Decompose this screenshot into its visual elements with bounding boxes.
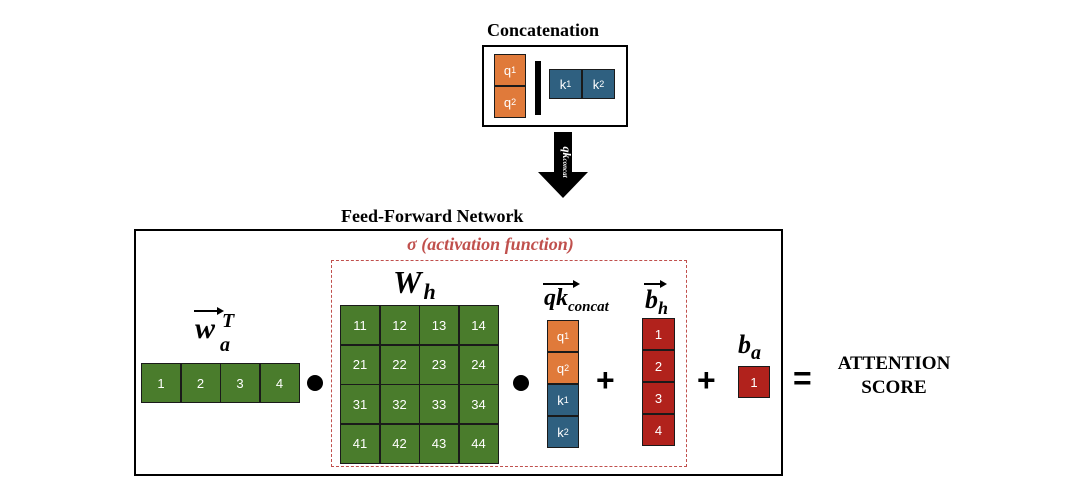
wh-cell-3-4: 34 [458,384,499,424]
attention-score-label: ATTENTION SCORE [837,353,951,398]
concatenation-box [482,45,628,127]
wh-cell-1-2: 12 [379,305,420,345]
wh-cell-4-4: 44 [458,423,499,464]
bh-cell-3: 3 [642,382,675,414]
wh-cell-3-3: 33 [419,384,459,424]
wh-cell-4-3: 43 [419,423,459,464]
ba-cell: 1 [738,366,770,398]
qk-concat-label: qkconcat [543,280,609,315]
wh-cell-3-2: 32 [379,384,420,424]
wh-cell-2-1: 21 [340,344,380,385]
plus-operator-2: + [697,362,716,398]
wh-cell-2-4: 24 [458,344,499,385]
wa-cell-4: 4 [259,363,300,403]
concatenation-title: Concatenation [487,20,599,40]
wh-cell-1-3: 13 [419,305,459,345]
wa-cell-3: 3 [220,363,260,403]
activation-dashed-box [331,260,687,467]
wa-cell-1: 1 [141,363,181,403]
wh-cell-4-2: 42 [379,423,420,464]
wh-cell-1-4: 14 [458,305,499,345]
wa-cell-2: 2 [180,363,221,403]
vector-arrow-icon [644,280,667,288]
plus-operator-1: + [596,362,615,398]
ba-label: ba [738,330,761,364]
arrow-label: qkconcat [560,146,574,178]
wa-label: w T a [194,307,245,360]
wh-cell-4-1: 41 [340,423,380,464]
dot-product-icon-2 [513,375,529,391]
bh-cell-4: 4 [642,414,675,446]
vector-arrow-icon [543,280,580,288]
wh-cell-1-1: 11 [340,305,380,345]
concat-separator-bar [535,61,541,115]
wh-label: Wh [393,264,436,304]
vector-arrow-icon [194,307,224,315]
wh-cell-2-3: 23 [419,344,459,385]
equals-operator: = [793,360,812,396]
bh-cell-1: 1 [642,318,675,350]
wh-cell-2-2: 22 [379,344,420,385]
ffn-box [134,229,783,476]
dot-product-icon-1 [307,375,323,391]
activation-label: σ (activation function) [407,234,574,254]
wh-cell-3-1: 31 [340,384,380,424]
bh-cell-2: 2 [642,350,675,382]
bh-label: bh [644,280,668,318]
down-arrow-icon [538,132,588,198]
ffn-title: Feed-Forward Network [341,206,524,226]
